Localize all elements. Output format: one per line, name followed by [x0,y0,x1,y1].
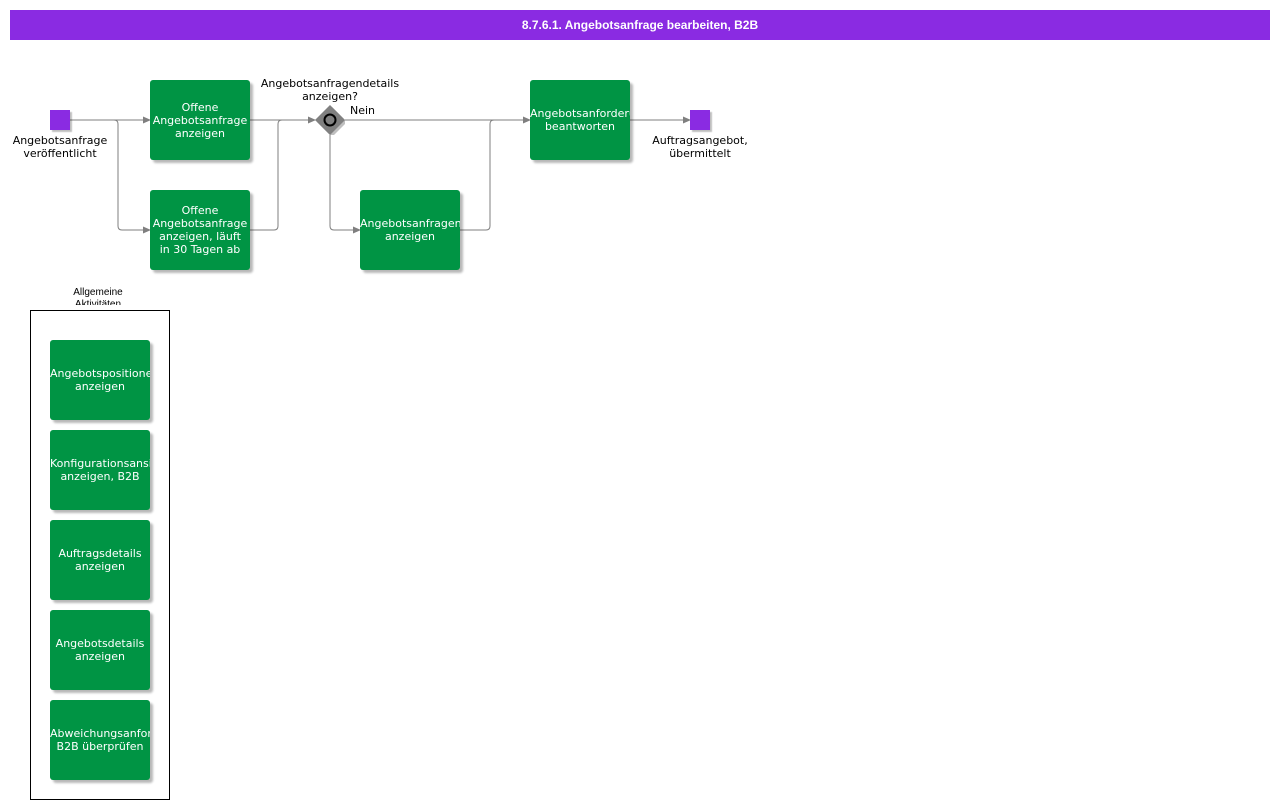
task-quote-items-label: Angebotspositionen anzeigen [50,367,150,393]
gateway-diamond[interactable] [315,105,345,135]
flow-request-details-to-answer [460,119,495,231]
task-answer-request-label: Angebotsanforderung beantworten [530,107,630,133]
task-answer-request[interactable]: Angebotsanforderung beantworten [530,80,630,160]
task-deviation-requests[interactable]: Abweichungsanforderungen B2B überprüfen [50,700,150,780]
task-quote-items[interactable]: Angebotspositionen anzeigen [50,340,150,420]
task-configuration-view[interactable]: Konfigurationsansicht anzeigen, B2B [50,430,150,510]
task-open-requests-30-days-label: Offene Angebotsanfrage anzeigen, läuft i… [152,204,248,256]
task-order-details[interactable]: Auftragsdetails anzeigen [50,520,150,600]
task-quote-details-label: Angebotsdetails anzeigen [55,637,145,663]
task-quote-details[interactable]: Angebotsdetails anzeigen [50,610,150,690]
task-configuration-view-label: Konfigurationsansicht anzeigen, B2B [50,457,150,483]
group-label: Allgemeine Aktivitäten [73,287,123,305]
flow-start-to-open-requests-30-days [113,119,151,234]
flow-open-requests-30-days-to-gateway [250,119,283,231]
gateway-label: Angebotsanfragendetails anzeigen? [260,77,400,103]
task-order-details-label: Auftragsdetails anzeigen [58,547,142,573]
task-open-requests-30-days[interactable]: Offene Angebotsanfrage anzeigen, läuft i… [150,190,250,270]
start-event[interactable] [50,110,70,130]
task-request-details-label: Angebotsanfragendetails anzeigen [360,217,460,243]
task-open-requests-label: Offene Angebotsanfrage anzeigen [152,100,248,140]
task-deviation-requests-label: Abweichungsanforderungen B2B überprüfen [50,727,150,753]
general-activities-group [30,310,170,800]
start-event-label: Angebotsanfrage veröffentlicht [12,134,108,160]
task-request-details[interactable]: Angebotsanfragendetails anzeigen [360,190,460,270]
task-open-requests[interactable]: Offene Angebotsanfrage anzeigen [150,80,250,160]
flow-gateway-to-request-details [329,135,361,234]
gateway-branch-label: Nein [350,104,376,117]
end-event[interactable] [690,110,710,130]
diagram-title: 8.7.6.1. Angebotsanfrage bearbeiten, B2B [10,10,1270,40]
end-event-label: Auftragsangebot, übermittelt [652,134,748,160]
